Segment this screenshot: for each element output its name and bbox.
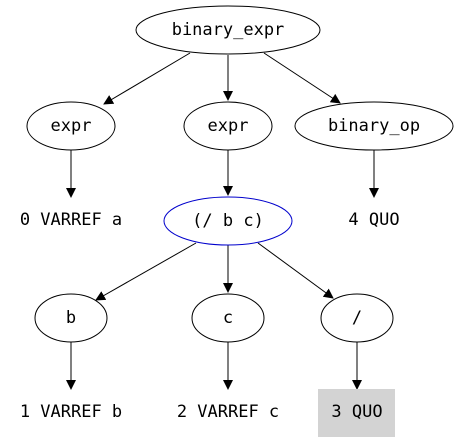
node-expr-mid-shape <box>183 101 273 151</box>
token-varref-a-label: 0 VARREF a <box>20 210 122 230</box>
node-b-label: b <box>66 308 76 328</box>
node-c-label: c <box>223 308 233 328</box>
node-shapes <box>26 5 454 437</box>
node-binary-expr-shape <box>135 5 321 55</box>
node-binary-op-label: binary_op <box>328 116 420 136</box>
node-binary-op-shape <box>294 101 454 151</box>
node-slash-label: / <box>352 308 362 328</box>
node-b-shape <box>34 293 108 343</box>
node-expr-mid-label: expr <box>208 116 249 136</box>
edge-root-to-binary-op <box>263 52 341 104</box>
node-paren-expr-label: (/ b c) <box>192 211 264 231</box>
token-quo3-label: 3 QUO <box>331 402 382 422</box>
node-expr-left-label: expr <box>51 116 92 136</box>
edge-root-to-expr-left <box>103 52 191 105</box>
token-quo3-box <box>318 389 395 437</box>
node-c-shape <box>191 293 265 343</box>
node-labels: binary_expr expr expr binary_op 0 VARREF… <box>20 20 420 422</box>
edges <box>66 52 379 390</box>
node-expr-left-shape <box>26 101 116 151</box>
token-varref-c-label: 2 VARREF c <box>177 402 279 422</box>
node-binary-expr-label: binary_expr <box>172 20 285 40</box>
edge-paren-to-b <box>95 242 197 301</box>
token-varref-b-label: 1 VARREF b <box>20 402 122 422</box>
node-paren-expr-shape <box>163 196 293 246</box>
token-quo4-label: 4 QUO <box>348 210 399 230</box>
node-slash-shape <box>320 293 394 343</box>
edge-paren-to-slash <box>257 242 334 299</box>
